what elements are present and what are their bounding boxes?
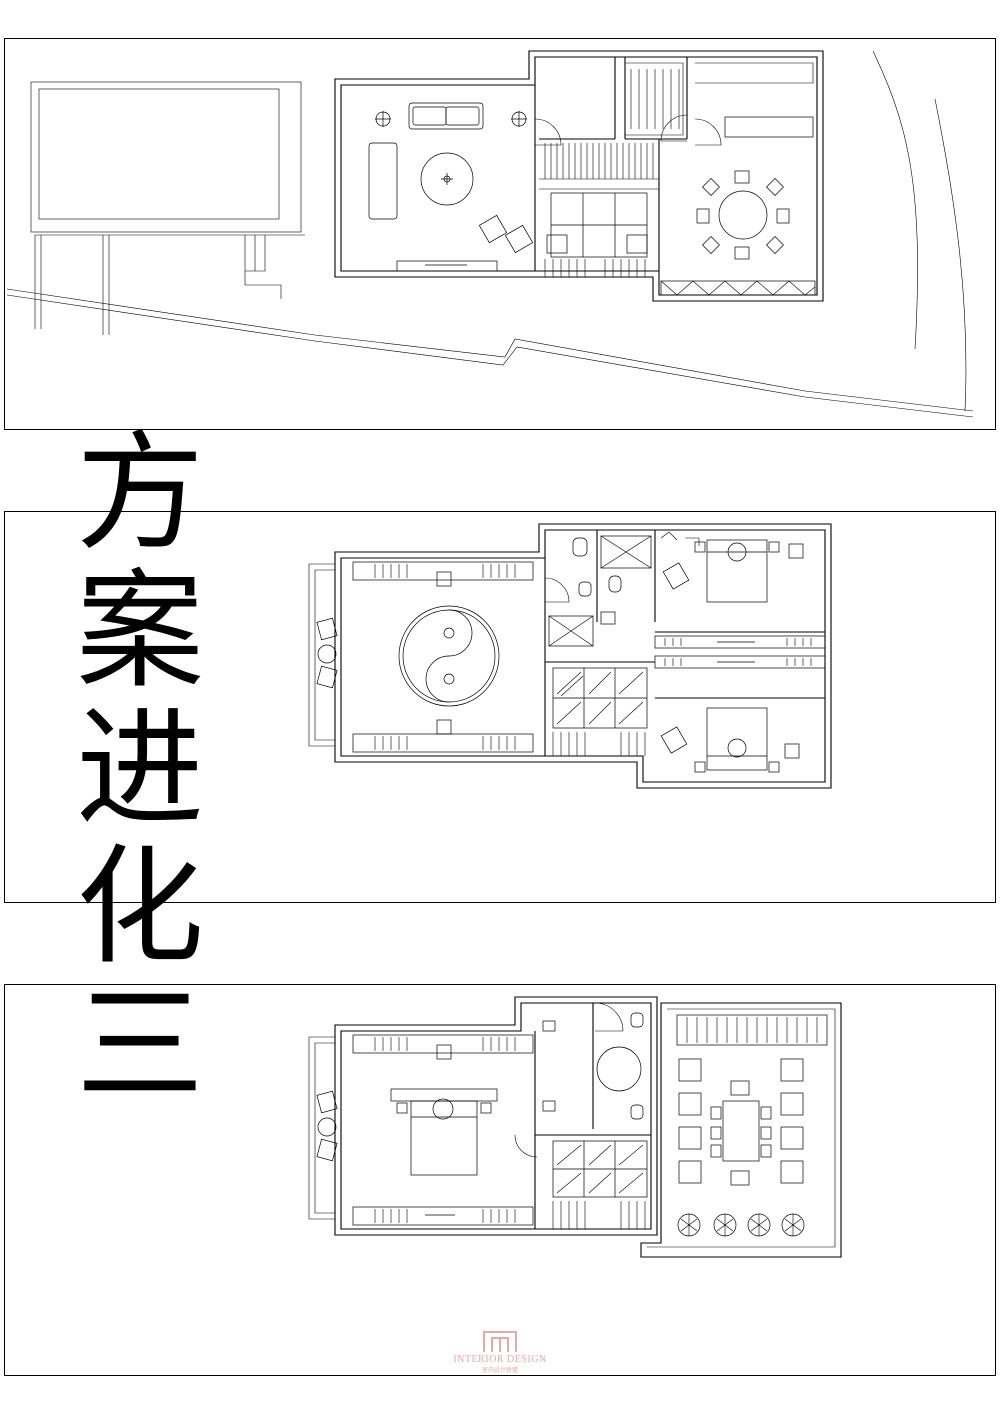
pool [30,81,305,335]
door-swing [694,118,722,146]
watermark: INTERIOR DESIGN 室内设计联盟 [440,1328,560,1374]
wine-rack [550,192,648,258]
lamp-right [511,111,527,127]
wine-rack [552,667,648,729]
title-char: 三 [75,971,204,1120]
stairs [544,62,684,179]
third-floor-plan-panel [4,984,996,1376]
vertical-title: 方 案 进 化 三 [60,425,220,1115]
lamp-left [375,111,391,127]
balcony-chairs [316,1090,338,1162]
wine-rack [552,1140,648,1198]
roof-terrace [676,1014,828,1186]
title-char: 化 [75,833,204,982]
balcony-rail [660,280,816,296]
ground-walls [334,50,824,302]
bath-fixtures [514,1002,644,1158]
wardrobe-top [352,561,534,587]
site-boundary [6,50,974,418]
door-swing [534,118,562,146]
wardrobe-top [352,1034,534,1060]
dining-table [696,170,790,260]
ground-floor-plan [6,50,974,418]
kitchen-counter [695,62,814,138]
bathroom-fixtures [544,535,652,647]
title-char: 进 [75,695,204,844]
tv-cabinet [396,260,498,272]
master-bed [390,1088,498,1176]
lower-stairs [544,234,648,277]
title-char: 案 [75,557,204,706]
watermark-subtext: 室内设计联盟 [481,1368,518,1374]
ground-floor-plan-panel [4,38,996,430]
third-walls [308,996,842,1258]
bedroom-top [660,531,804,603]
bedroom-bottom [660,707,800,773]
second-floor-plan [308,523,832,789]
wardrobe-bottom [352,719,534,753]
armchairs [478,214,534,254]
second-floor-plan-panel [4,511,996,903]
wardrobe-bottom [352,1206,534,1226]
side-sofa [368,142,398,220]
closet-middle [654,635,826,669]
planters [677,1213,805,1237]
balcony-chairs [316,617,338,689]
sofa [408,102,484,130]
title-char: 方 [75,419,204,568]
door-swing [660,114,688,142]
second-walls [308,523,832,789]
taiji-rug [398,605,500,707]
stairs [552,1201,646,1229]
third-floor-plan [308,996,842,1258]
round-table [420,152,474,206]
watermark-logo-icon [483,1331,517,1352]
watermark-text: INTERIOR DESIGN [453,1354,547,1365]
stairs [552,732,646,756]
